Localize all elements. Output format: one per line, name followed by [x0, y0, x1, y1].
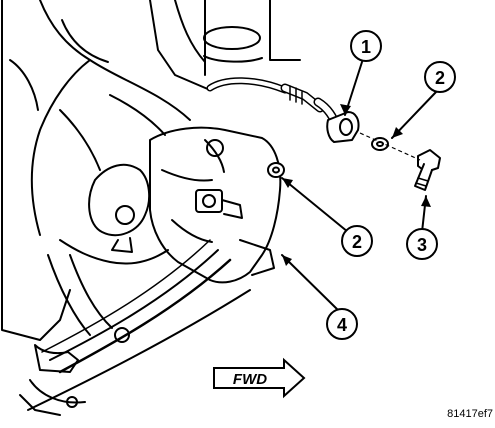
banjo-bolt — [414, 149, 441, 191]
fwd-label: FWD — [233, 371, 267, 388]
brake-rotor — [27, 239, 251, 411]
brake-caliper — [149, 126, 282, 284]
brake-hose — [206, 77, 341, 131]
callout-2-lower-label: 2 — [352, 232, 362, 252]
alignment-guide — [359, 132, 421, 161]
callout-2-lower: 2 — [341, 225, 373, 257]
fwd-arrow-icon — [213, 357, 306, 399]
callout-1: 1 — [350, 30, 382, 62]
callout-3-label: 3 — [417, 235, 427, 255]
vehicle-structure — [1, 0, 301, 341]
callout-2-upper-label: 2 — [435, 68, 445, 88]
callout-3: 3 — [406, 228, 438, 260]
banjo-fitting — [326, 111, 360, 143]
forward-direction-arrow: FWD — [213, 357, 306, 399]
copper-washer-lower — [267, 162, 285, 178]
callout-4-label: 4 — [337, 315, 347, 335]
leader-arrowheads — [282, 104, 431, 266]
figure-code: 81417ef7 — [447, 408, 493, 420]
callout-1-label: 1 — [361, 37, 371, 57]
steering-knuckle — [19, 163, 169, 416]
callout-2-upper: 2 — [424, 61, 456, 93]
callout-4: 4 — [326, 308, 358, 340]
